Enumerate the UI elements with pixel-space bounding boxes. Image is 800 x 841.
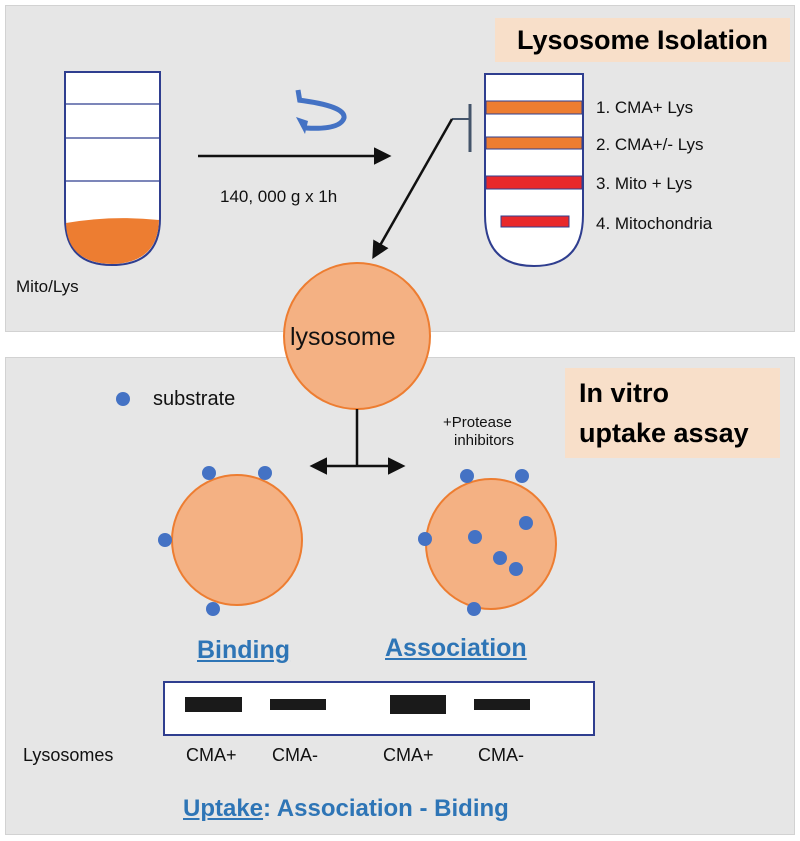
uptake-word: Uptake xyxy=(183,795,264,822)
substrate-dot xyxy=(509,562,523,576)
sample-label: Mito/Lys xyxy=(16,277,79,296)
pellet xyxy=(66,218,159,264)
blot-band xyxy=(270,699,326,710)
band-1 xyxy=(485,100,583,115)
substrate-dot xyxy=(467,602,481,616)
lysosomes-row-label: Lysosomes xyxy=(23,745,114,765)
uptake-title-line-1: In vitro xyxy=(579,378,670,408)
centrifuge-tube-gradient xyxy=(484,73,584,268)
substrate-dot xyxy=(206,602,220,616)
protease-label-line-1: +Protease xyxy=(443,414,512,431)
lysosome-isolation-title: Lysosome Isolation xyxy=(495,18,790,62)
blot-band xyxy=(185,697,242,712)
substrate-dot xyxy=(418,532,432,546)
binding-lysosome xyxy=(158,466,303,616)
substrate-dot xyxy=(468,530,482,544)
lane-label-4: CMA- xyxy=(478,745,524,765)
band-2 xyxy=(485,136,583,150)
blot-band xyxy=(390,695,446,714)
rotation-icon xyxy=(295,89,347,134)
lane-label-3: CMA+ xyxy=(383,745,434,765)
band-3 xyxy=(485,175,583,190)
band-label-3: 3. Mito + Lys xyxy=(596,174,693,193)
substrate-dot xyxy=(158,533,172,547)
collection-arrow xyxy=(372,104,472,260)
band-label-2: 2. CMA+/- Lys xyxy=(596,135,704,154)
band-4 xyxy=(500,215,570,228)
protease-label-line-2: inhibitors xyxy=(454,432,515,449)
blot-band xyxy=(474,699,530,710)
western-blot xyxy=(163,681,595,736)
uptake-formula: Uptake: Association - Biding xyxy=(183,795,509,823)
uptake-title-line-2: uptake assay xyxy=(579,418,749,448)
substrate-dot xyxy=(460,469,474,483)
substrate-dot xyxy=(258,466,272,480)
lane-label-1: CMA+ xyxy=(186,745,237,765)
band-label-1: 1. CMA+ Lys xyxy=(596,98,694,117)
band-label-4: 4. Mitochondria xyxy=(596,214,713,233)
lysosome-label: lysosome xyxy=(290,323,396,351)
substrate-legend-label: substrate xyxy=(153,388,236,410)
lane-label-2: CMA- xyxy=(272,745,318,765)
uptake-formula-rest: : Association - Biding xyxy=(263,795,509,822)
split-arrows xyxy=(309,409,406,475)
association-heading: Association xyxy=(385,634,527,662)
centrifuge-label: 140, 000 g x 1h xyxy=(220,187,338,206)
substrate-dot xyxy=(515,469,529,483)
uptake-assay-title: In vitro uptake assay xyxy=(565,368,780,458)
substrate-dot xyxy=(202,466,216,480)
centrifuge-tube-before xyxy=(64,71,161,267)
binding-heading: Binding xyxy=(197,636,291,664)
substrate-legend-dot xyxy=(116,392,130,406)
substrate-dot xyxy=(519,516,533,530)
substrate-dot xyxy=(493,551,507,565)
association-lysosome xyxy=(418,469,557,616)
